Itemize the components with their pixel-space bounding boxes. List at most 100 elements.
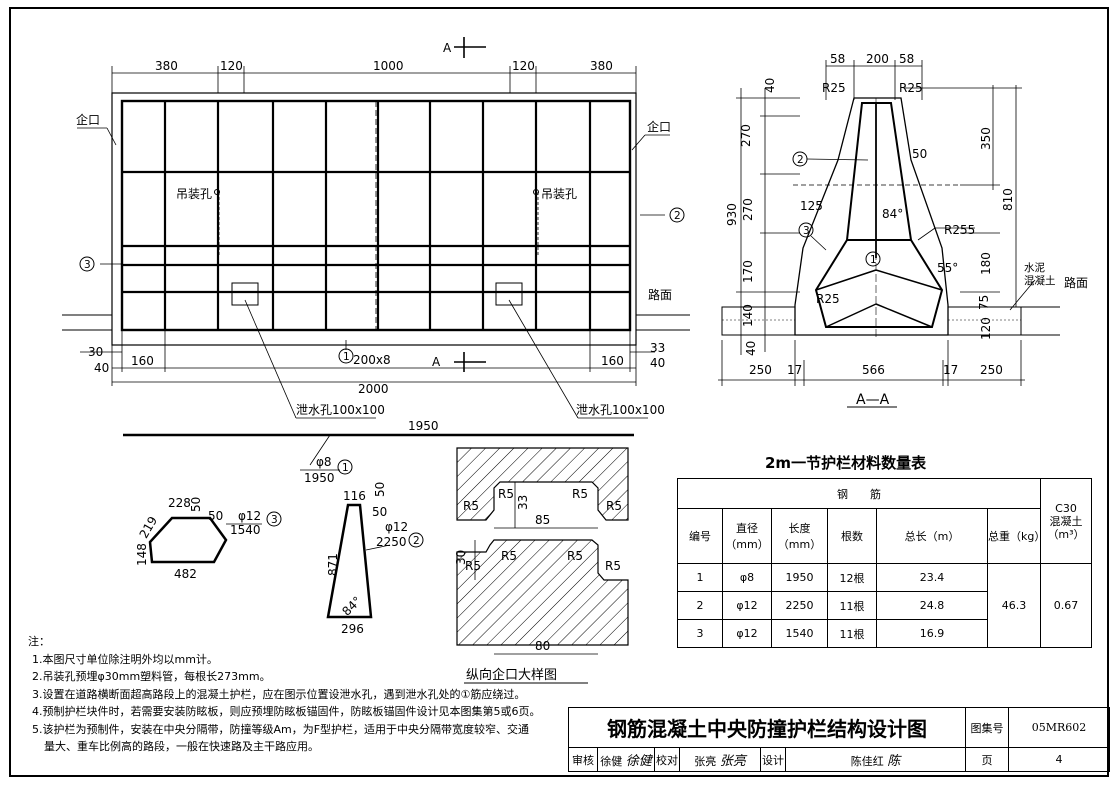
dim-160-right: 160 <box>601 354 624 368</box>
circle-1-elev: 1 <box>343 351 350 363</box>
elevation-texts: A A 380 120 1000 120 380 200x8 30 40 33 … <box>76 41 681 417</box>
sec-a84: 84° <box>882 207 903 221</box>
sec-label-road: 路面 <box>1064 275 1088 290</box>
notes-heading: 注： <box>28 635 50 648</box>
table-h-count: 根数 <box>827 508 877 564</box>
sec-v75: 75 <box>977 295 991 310</box>
bar3-side-r: 50 <box>189 497 203 512</box>
section-title: A—A <box>856 392 890 408</box>
bar2-bottom: 296 <box>341 622 364 636</box>
table-cell-dia: φ12 <box>722 619 772 648</box>
table-row: 3 φ12 1540 11根 16.9 <box>677 619 1092 648</box>
review-label: 审核 <box>568 747 598 772</box>
sec-circle-3: 3 <box>803 225 810 237</box>
bar3-side-l: 219 <box>137 514 161 541</box>
page-label: 页 <box>965 747 1009 772</box>
sec-b566: 566 <box>862 363 885 377</box>
sec-circle-2: 2 <box>797 154 804 166</box>
bar1-num: 1 <box>342 462 349 474</box>
notch-r5-f: R5 <box>567 549 583 563</box>
table-cell-concrete: 0.67 <box>1040 563 1092 648</box>
notch-r5-a: R5 <box>498 487 514 501</box>
sec-dim-58a: 58 <box>830 52 845 66</box>
page-no: 4 <box>1008 747 1110 772</box>
notch-d80: 80 <box>535 639 550 653</box>
note-item: 1.本图尺寸单位除注明外均以mm计。 <box>32 652 218 666</box>
table-cell-len: 2250 <box>771 591 828 620</box>
table-cell-len: 1950 <box>771 563 828 592</box>
circle-2-elev: 2 <box>674 210 681 222</box>
section-mark-bottom: A <box>432 355 441 369</box>
table-cell-no: 3 <box>677 619 723 648</box>
notch-r5-b: R5 <box>572 487 588 501</box>
dim-33: 33 <box>650 341 665 355</box>
sec-v170: 170 <box>741 260 755 283</box>
sec-d50: 50 <box>912 147 927 161</box>
sec-dim-58b: 58 <box>899 52 914 66</box>
table-cell-weight: 46.3 <box>987 563 1041 648</box>
bar2-angle: 84° <box>339 594 364 619</box>
bar3-top: 228 <box>168 496 191 510</box>
dim-200x8: 200x8 <box>353 353 391 367</box>
label-drain-right: 泄水孔100x100 <box>576 403 665 417</box>
sec-r25c: R25 <box>816 292 840 306</box>
sec-a55: 55° <box>937 261 958 275</box>
sec-r25a: R25 <box>822 81 846 95</box>
drawing-title: 钢筋混凝土中央防撞护栏结构设计图 <box>568 707 966 748</box>
dim-40-right: 40 <box>650 356 665 370</box>
label-lift-hole-left: 吊装孔 <box>176 187 212 201</box>
dim-1000: 1000 <box>373 59 404 73</box>
note-item: 量大、重车比例高的路段，一般在快速路及主干路应用。 <box>44 740 319 753</box>
table-cell-dia: φ12 <box>722 591 772 620</box>
table-row: 2 φ12 2250 11根 24.8 <box>677 591 1092 620</box>
title-block: 钢筋混凝土中央防撞护栏结构设计图 图集号 05MR602 审核 徐健 徐健 校对… <box>568 707 1110 772</box>
table-cell-count: 12根 <box>827 563 877 592</box>
sec-b17a: 17 <box>787 363 802 377</box>
dim-120-left: 120 <box>220 59 243 73</box>
sec-label-cement-2: 混凝土 <box>1024 274 1056 287</box>
notch-d33: 33 <box>516 495 530 510</box>
bar1-dia: φ8 <box>316 455 332 469</box>
bar2-r50b: 50 <box>372 505 387 519</box>
bar-texts: 1950 φ8 1950 1 228 219 50 50 148 482 φ12… <box>135 419 439 636</box>
label-road-elev: 路面 <box>648 287 672 302</box>
bar3-num: 3 <box>271 514 278 526</box>
sec-b250b: 250 <box>980 363 1003 377</box>
bar2-top: 116 <box>343 489 366 503</box>
table-cell-dia: φ8 <box>722 563 772 592</box>
notch-r5-g: R5 <box>465 559 481 573</box>
sec-v270b: 270 <box>741 198 755 221</box>
table-h-no: 编号 <box>677 508 723 564</box>
table-cell-total: 24.8 <box>876 591 988 620</box>
bar2-height: 871 <box>326 553 340 576</box>
reviewer: 徐健 徐健 <box>597 747 655 772</box>
circle-3-elev: 3 <box>84 259 91 271</box>
section-mark-top: A <box>443 41 452 55</box>
checker: 张亮 张亮 <box>679 747 761 772</box>
note-item: 5.该护栏为预制件，安装在中央分隔带，防撞等级Am，为F型护栏，适用于中央分隔带… <box>32 722 530 736</box>
note-item: 2.吊装孔预埋φ30mm塑料管，每根长273mm。 <box>32 670 271 683</box>
dim-2000: 2000 <box>358 382 389 396</box>
note-item: 4.预制护栏块件时，若需要安装防眩板，则应预埋防眩板锚固件，防眩板锚固件设计见本… <box>32 705 541 718</box>
notch-d85: 85 <box>535 513 550 527</box>
sec-d125: 125 <box>800 199 823 213</box>
table-h-len: 长度（mm） <box>771 508 828 564</box>
sec-v120: 120 <box>979 317 993 340</box>
sheet-border <box>9 7 1109 777</box>
dim-120-right: 120 <box>512 59 535 73</box>
dim-40-left: 40 <box>94 361 109 375</box>
bar3-height: 148 <box>135 543 149 566</box>
note-item: 3.设置在道路横断面超高路段上的混凝土护栏，应在图示位置设泄水孔，遇到泄水孔处的… <box>32 687 526 701</box>
bar2-len: 2250 <box>376 535 407 549</box>
design-label: 设计 <box>760 747 786 772</box>
sec-v40b: 40 <box>744 341 758 356</box>
table-h-dia: 直径（mm） <box>722 508 772 564</box>
table-cell-total: 23.4 <box>876 563 988 592</box>
label-lift-hole-right: 吊装孔 <box>541 187 577 201</box>
sec-v350: 350 <box>979 127 993 150</box>
sec-v140: 140 <box>741 304 755 327</box>
label-drain-left: 泄水孔100x100 <box>296 403 385 417</box>
table-h-total: 总长（m） <box>876 508 988 564</box>
label-notch-left: 企口 <box>76 112 100 127</box>
